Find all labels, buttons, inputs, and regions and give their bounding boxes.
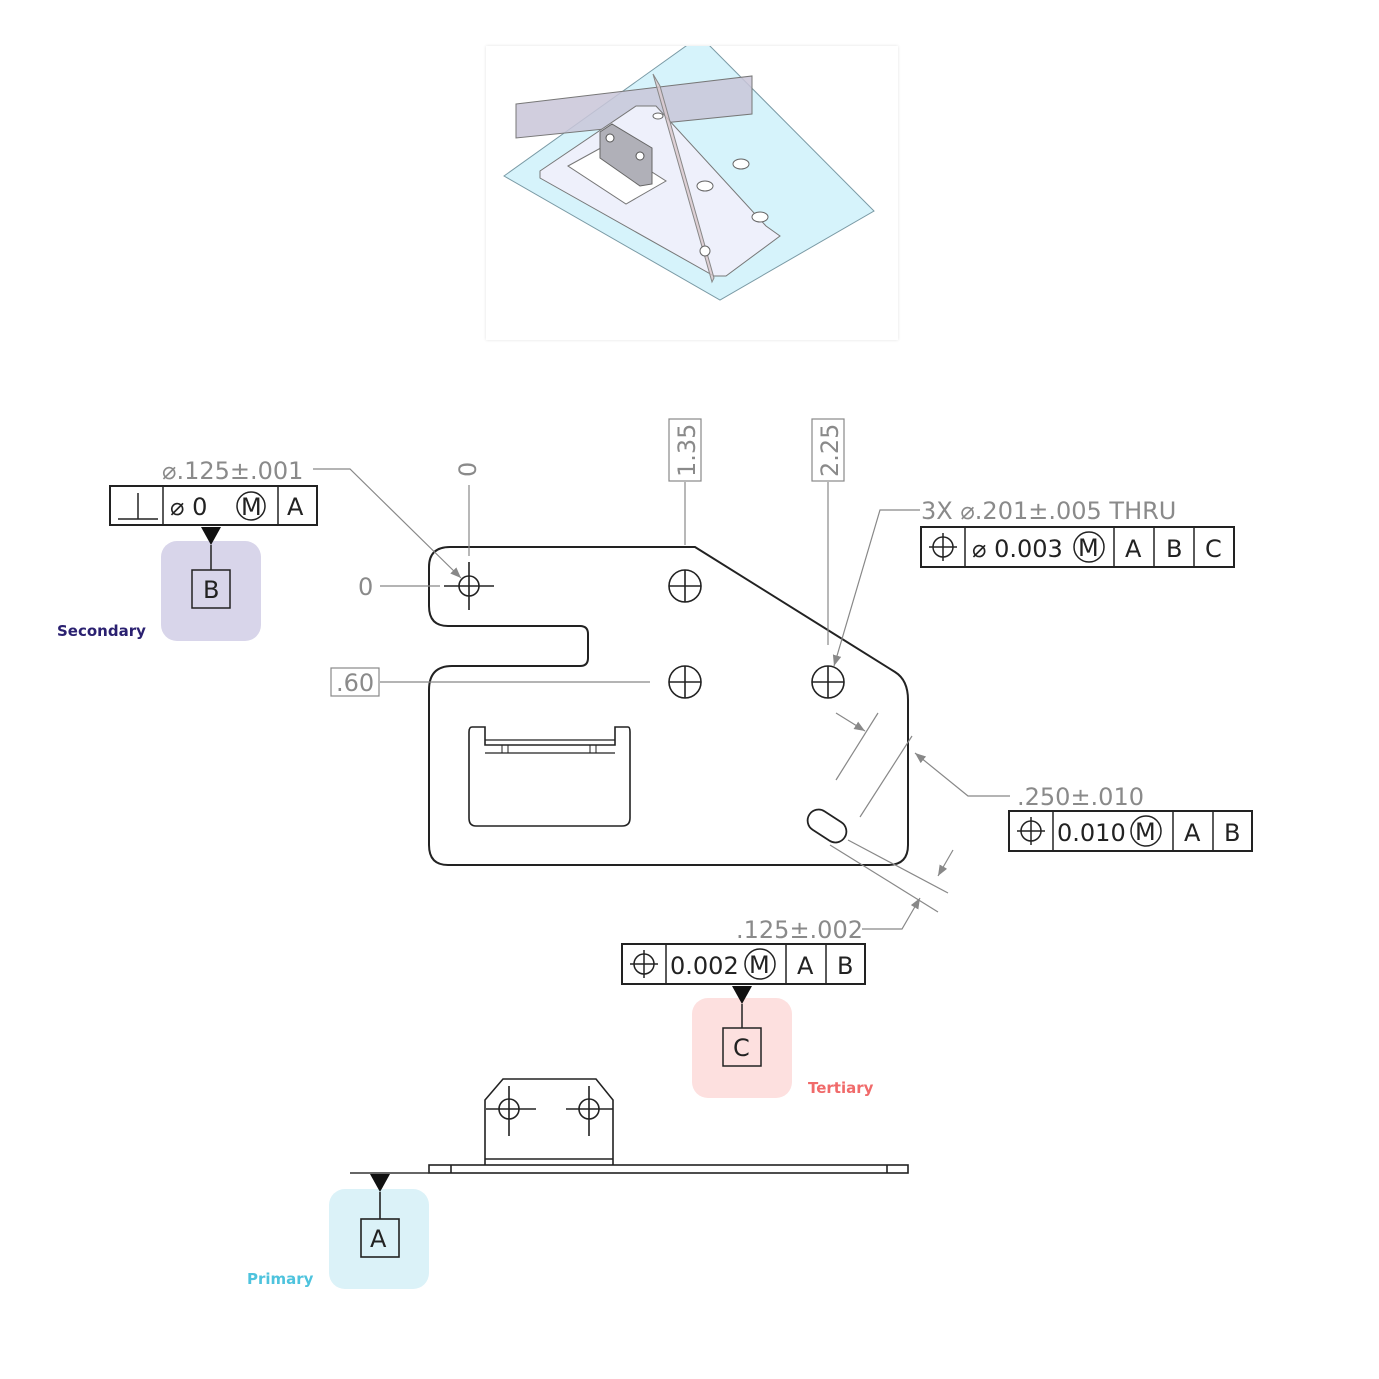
plate-hole	[652, 112, 664, 120]
plate-cutout	[567, 143, 667, 205]
ext-line	[835, 712, 879, 781]
plate-hole	[732, 158, 750, 170]
ordinate-y-0: 0	[358, 573, 373, 601]
ext-line	[859, 735, 913, 818]
ordinate-dimension-lines	[313, 418, 1010, 930]
fcf-tolerance: 0.010	[1057, 819, 1126, 847]
datum-ref: A	[1184, 819, 1201, 847]
position-icon	[929, 533, 957, 561]
ordinate-x-2: 2.25	[816, 424, 844, 477]
modifier-text: M	[1078, 534, 1099, 562]
datum-ref: A	[797, 952, 814, 980]
part-outline-top-view	[428, 546, 909, 866]
datum-triangle-icon	[732, 986, 752, 1004]
tab-hole	[605, 133, 615, 143]
perpendicularity-icon	[118, 493, 158, 520]
datum-triangle-icon	[370, 1174, 390, 1192]
fcf-tolerance: ⌀ 0	[170, 493, 207, 521]
ordinate-x-0: 0	[454, 462, 482, 477]
datum-ref: B	[1166, 535, 1182, 563]
tertiary-datum-plane	[652, 73, 715, 284]
fcf-datum-b: ⌀ 0 M A B	[109, 485, 318, 609]
fcf-slot-length: 0.010 M A B	[1008, 810, 1253, 852]
primary-datum-highlight	[329, 1189, 429, 1289]
modifier-text: M	[241, 493, 262, 521]
mmc-modifier-icon	[744, 948, 776, 980]
datum-a-letter: A	[370, 1225, 387, 1253]
leader	[914, 752, 1010, 797]
dim-arrow	[937, 849, 954, 877]
ordinate-y-1: .60	[336, 669, 374, 697]
bracket-tab-view	[484, 1078, 614, 1165]
primary-datum-label: Primary	[247, 1270, 314, 1288]
leader	[862, 897, 921, 930]
datum-c-box	[722, 1027, 762, 1067]
datum-c-letter: C	[733, 1034, 750, 1062]
plate-edge	[428, 546, 909, 866]
tab-cutout	[468, 726, 631, 827]
datum-b-letter: B	[203, 576, 219, 604]
mmc-modifier-icon	[1073, 531, 1105, 563]
ext-line	[829, 844, 939, 913]
slot-width-dimension: .125±.002	[736, 916, 863, 944]
dim-box	[811, 418, 845, 482]
datum-ref: A	[287, 493, 304, 521]
fcf-slot-width: 0.002 M A B C	[621, 943, 866, 1067]
tertiary-datum-label: Tertiary	[808, 1079, 874, 1097]
isometric-view-panel	[486, 35, 898, 340]
dim-box	[668, 418, 702, 482]
fcf-holes: ⌀ 0.003 M A B C	[920, 526, 1235, 568]
secondary-datum-label: Secondary	[57, 622, 146, 640]
holes	[444, 562, 845, 699]
part-front-view	[350, 1078, 909, 1258]
plate-hole	[696, 180, 714, 192]
datum-ref: B	[1224, 819, 1240, 847]
modifier-text: M	[749, 951, 770, 979]
tab-hole	[635, 151, 645, 161]
ext-line	[847, 839, 949, 894]
leader	[832, 509, 920, 667]
datum-triangle-icon	[201, 527, 221, 545]
datum-ref: B	[837, 952, 853, 980]
datum-b-box	[191, 569, 231, 609]
dim-arrow	[835, 712, 866, 732]
plate-edge-view	[428, 1164, 909, 1174]
mmc-modifier-icon	[1130, 815, 1162, 847]
isometric-model	[503, 35, 875, 301]
datum-ref: C	[1205, 535, 1222, 563]
dim-box	[330, 667, 380, 697]
slot	[806, 808, 848, 844]
slot-hole	[699, 245, 711, 257]
position-icon	[630, 950, 658, 978]
position-icon	[1017, 817, 1045, 845]
holes-callout: 3X ⌀.201±.005 THRU	[921, 497, 1176, 525]
ordinate-x-1: 1.35	[673, 424, 701, 477]
modifier-text: M	[1135, 818, 1156, 846]
fcf-tolerance: 0.002	[670, 952, 739, 980]
slot-length-dimension: .250±.010	[1017, 783, 1144, 811]
datum-ref: A	[1125, 535, 1142, 563]
leader	[313, 468, 462, 579]
mmc-modifier-icon	[236, 491, 266, 521]
plate-hole	[751, 211, 769, 223]
datum-hole-dimension: ⌀.125±.001	[162, 457, 303, 485]
fcf-tolerance: ⌀ 0.003	[972, 535, 1063, 563]
datum-a-box	[360, 1218, 400, 1258]
